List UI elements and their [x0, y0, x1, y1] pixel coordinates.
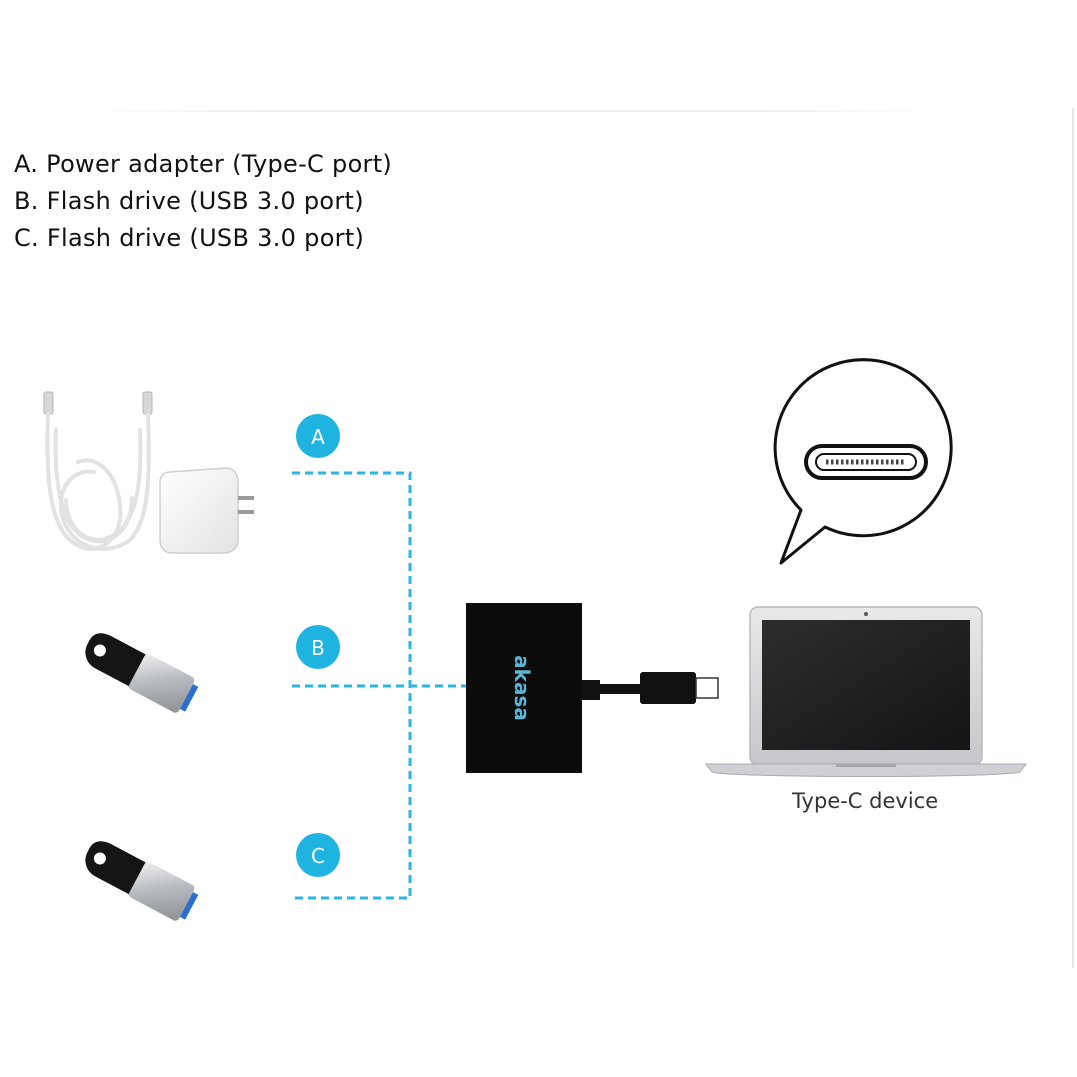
- dashed-connector-lines: [292, 471, 466, 900]
- laptop-icon: [705, 606, 1027, 777]
- marker-c-label: C: [311, 844, 325, 868]
- marker-b-label: B: [311, 636, 325, 660]
- marker-c: C: [296, 833, 340, 877]
- hub-brand-label: akasa: [510, 655, 534, 721]
- right-border-rule: [1072, 108, 1074, 968]
- usb-c-hub: akasa: [466, 603, 582, 773]
- marker-b: B: [296, 625, 340, 669]
- port-legend: A. Power adapter (Type-C port) B. Flash …: [14, 146, 392, 257]
- marker-a-label: A: [311, 425, 325, 449]
- usb-c-plug-cable: [582, 672, 719, 704]
- marker-a: A: [296, 414, 340, 458]
- faint-divider-line: [90, 110, 930, 112]
- device-caption: Type-C device: [792, 789, 939, 813]
- legend-item-a: A. Power adapter (Type-C port): [14, 150, 393, 178]
- usb-c-port-speech-bubble-icon: [773, 358, 953, 565]
- usb-flash-drive-icon: [85, 841, 199, 921]
- usb-flash-drive-icon: [85, 633, 199, 713]
- legend-item-b: B. Flash drive (USB 3.0 port): [14, 187, 364, 215]
- usb-c-cable-and-power-adapter-icon: [43, 391, 254, 554]
- legend-item-c: C. Flash drive (USB 3.0 port): [14, 224, 365, 252]
